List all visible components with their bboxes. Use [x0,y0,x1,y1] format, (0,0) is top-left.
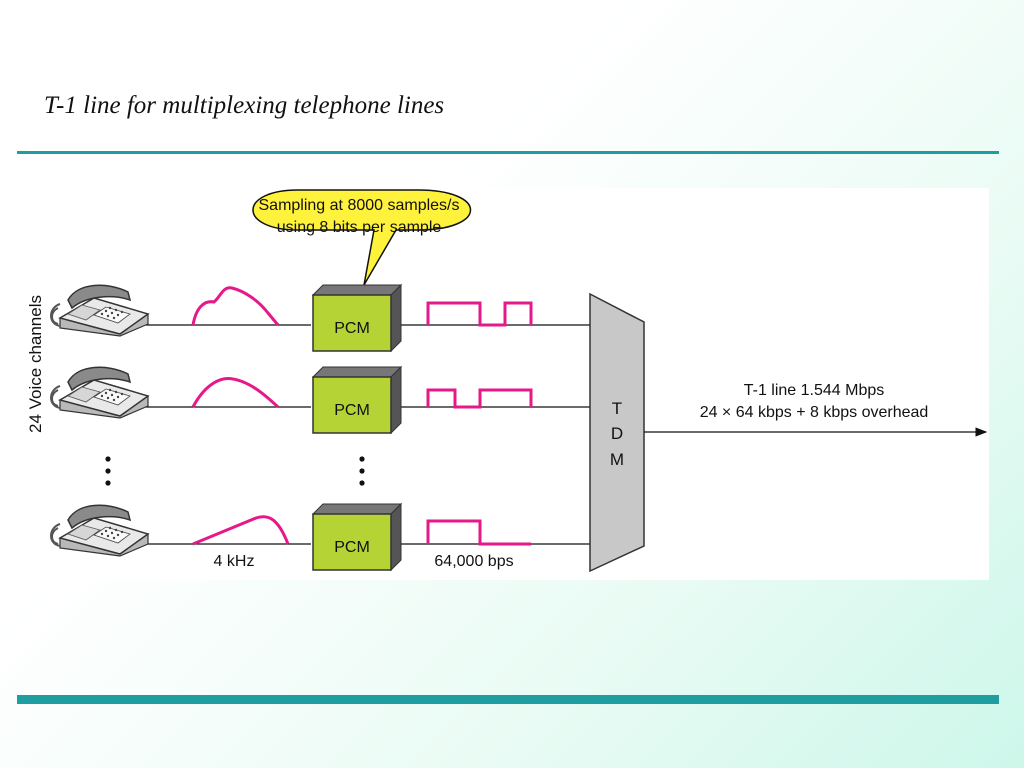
digital-rate-label: 64,000 bps [434,553,513,570]
t1-diagram: 24 Voice channels Sampling at 8000 sampl… [18,188,989,580]
sampling-callout [252,189,472,286]
tdm-multiplexer [589,292,645,573]
callout-line-1: Sampling at 8000 samples/s [259,197,460,214]
pcm-label: PCM [334,402,370,419]
pcm-label: PCM [334,320,370,337]
pcm-label: PCM [334,539,370,556]
callout-line-2: using 8 bits per sample [277,219,442,236]
pcm-box [312,284,402,352]
t1-overhead-label: 24 × 64 kbps + 8 kbps overhead [700,404,929,421]
top-divider [17,151,999,154]
ellipsis-vertical-icon [105,456,365,486]
tdm-letter: D [611,424,623,443]
t1-rate-label: T-1 line 1.544 Mbps [744,382,885,399]
analog-bandwidth-label: 4 kHz [214,553,255,570]
voice-channels-label: 24 Voice channels [26,295,45,433]
tdm-letter: T [612,399,622,418]
pcm-box [312,366,402,434]
page-title: T-1 line for multiplexing telephone line… [44,92,445,119]
pcm-box [312,503,402,571]
digital-signals [426,301,533,546]
bottom-divider [17,695,999,704]
tdm-letter: M [610,450,624,469]
analog-signals [191,286,290,546]
figure-panel [18,188,989,580]
